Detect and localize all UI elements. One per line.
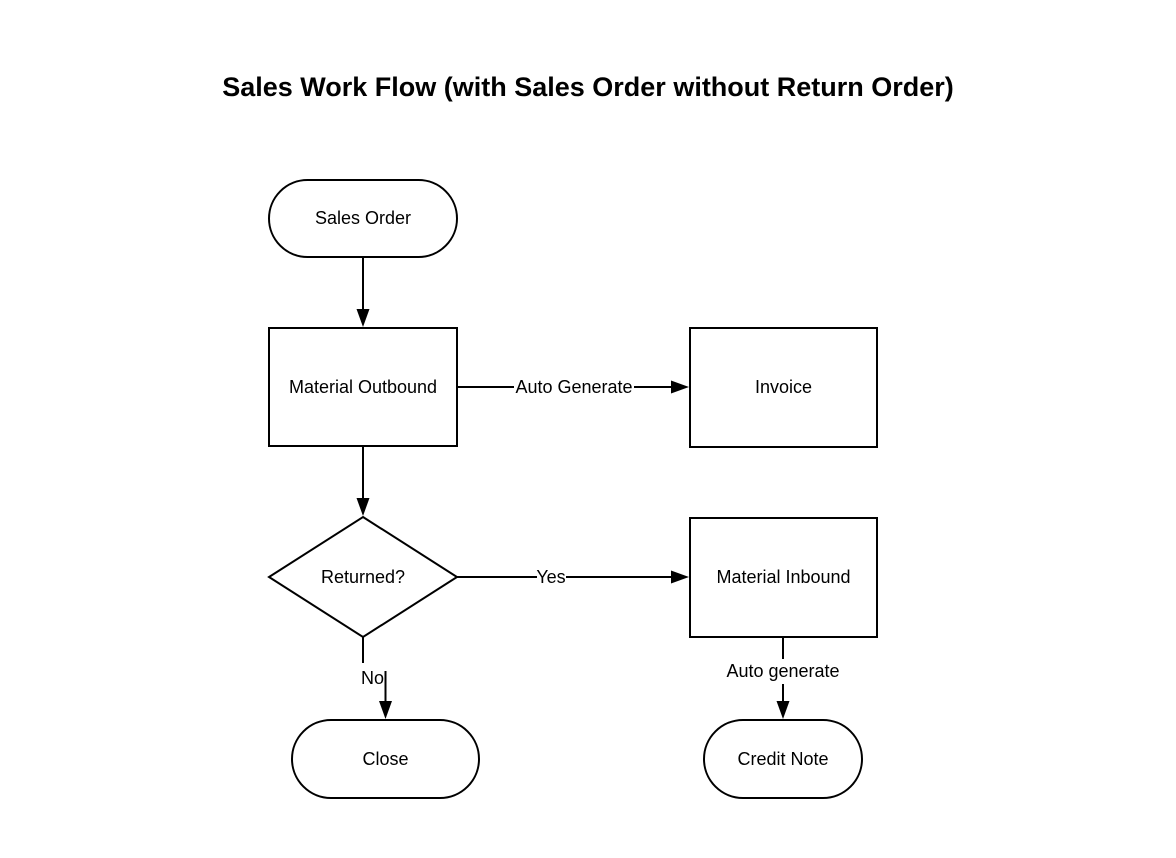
edge-material-inbound-to-credit-note: Auto generate (726, 637, 840, 719)
decision-shape (267, 515, 459, 639)
node-close: Close (291, 719, 480, 799)
terminator-shape (268, 179, 458, 258)
node-material-outbound: Material Outbound (268, 327, 458, 447)
node-material-inbound: Material Inbound (689, 517, 878, 638)
diagram-title: Sales Work Flow (with Sales Order withou… (222, 72, 954, 102)
edge-label-yes: Yes (536, 567, 565, 587)
edge-label-auto-generate-lower: Auto generate (726, 661, 839, 681)
node-credit-note: Credit Note (703, 719, 863, 799)
edge-label-auto-generate: Auto Generate (515, 377, 632, 397)
node-label-material-outbound: Material Outbound (289, 377, 437, 397)
node-label-sales-order: Sales Order (315, 208, 411, 228)
edge-label-no: No (361, 668, 384, 688)
arrowhead-icon (671, 380, 689, 394)
arrowhead-icon (356, 309, 370, 327)
node-label-credit-note: Credit Note (737, 749, 828, 769)
edge-material-outbound-to-returned (356, 446, 370, 516)
node-label-close: Close (362, 749, 408, 769)
edge-sales-order-to-material-outbound (356, 257, 370, 327)
node-sales-order: Sales Order (268, 179, 458, 258)
node-returned: Returned? (267, 515, 459, 639)
node-label-material-inbound: Material Inbound (716, 567, 850, 587)
terminator-shape (703, 719, 863, 799)
arrowhead-icon (671, 570, 689, 584)
process-shape (689, 327, 878, 448)
node-label-returned: Returned? (321, 567, 405, 587)
node-label-invoice: Invoice (755, 377, 812, 397)
edge-returned-to-material-inbound: Yes (457, 567, 689, 587)
edge-material-outbound-to-invoice: Auto Generate (457, 377, 689, 397)
arrowhead-icon (379, 701, 392, 719)
arrowhead-icon (356, 498, 370, 516)
process-shape (268, 327, 458, 447)
node-invoice: Invoice (689, 327, 878, 448)
process-shape (689, 517, 878, 638)
edge-returned-to-close: No (361, 637, 392, 719)
arrowhead-icon (776, 701, 790, 719)
terminator-shape (291, 719, 480, 799)
